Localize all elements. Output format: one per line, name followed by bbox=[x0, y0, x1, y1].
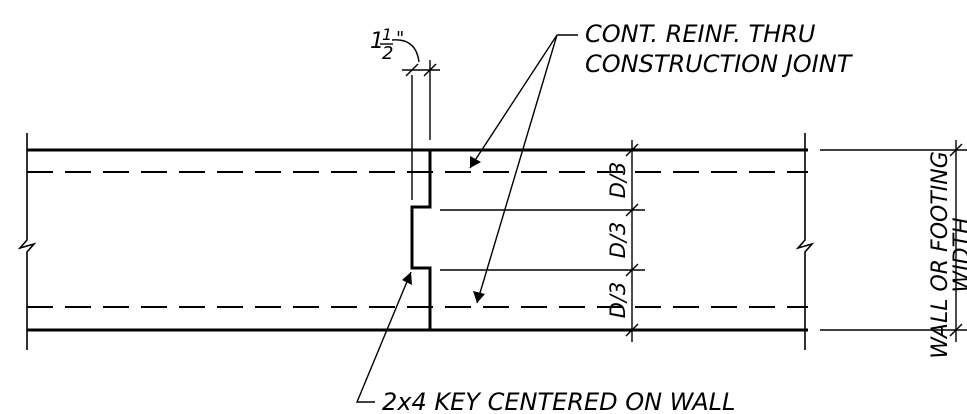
thirds-tick-top bbox=[625, 143, 639, 157]
construction-joint bbox=[410, 150, 432, 330]
depth-thirds-dimension: D/3 D/3 D/3 bbox=[440, 140, 645, 342]
key-arrowhead bbox=[402, 272, 412, 285]
reinforcement-leader-bottom bbox=[476, 34, 558, 304]
third-top-label: D/3 bbox=[606, 162, 630, 199]
reinforcement-note-line2: CONSTRUCTION JOINT bbox=[585, 50, 854, 78]
third-middle-label: D/3 bbox=[606, 222, 630, 259]
key-offset-dimension: 1 1 2 " bbox=[370, 25, 440, 200]
key-leader bbox=[355, 271, 412, 403]
key-note: 2x4 KEY CENTERED ON WALL bbox=[355, 271, 735, 414]
reinforcement-arrowhead-bottom bbox=[473, 291, 485, 303]
reinforcement-note-line1: CONT. REINF. THRU bbox=[585, 20, 816, 48]
offset-tick-left bbox=[405, 63, 419, 77]
reinforcement-arrowhead-top bbox=[470, 156, 481, 168]
offset-unit: " bbox=[396, 28, 404, 49]
left-break-line bbox=[17, 133, 37, 350]
third-bottom-label: D/3 bbox=[606, 282, 630, 319]
reinforcement-bars bbox=[27, 171, 808, 308]
offset-numerator: 1 bbox=[382, 25, 392, 44]
wall-width-dimension: WALL OR FOOTING WIDTH bbox=[820, 140, 967, 359]
thirds-tick-lower bbox=[625, 263, 639, 277]
key-note-text: 2x4 KEY CENTERED ON WALL bbox=[382, 388, 735, 414]
wall-outline bbox=[17, 133, 815, 350]
offset-whole: 1 bbox=[370, 29, 384, 54]
right-break-line bbox=[795, 133, 815, 350]
width-tick-top bbox=[949, 143, 963, 157]
offset-tick-right bbox=[423, 63, 437, 77]
offset-leader bbox=[391, 39, 420, 63]
reinforcement-note: CONT. REINF. THRU CONSTRUCTION JOINT bbox=[469, 20, 854, 304]
thirds-tick-bottom bbox=[625, 323, 639, 337]
offset-denominator: 2 bbox=[382, 43, 393, 64]
width-label-line1: WALL OR FOOTING bbox=[928, 151, 953, 359]
reinforcement-leader-top bbox=[469, 34, 558, 169]
thirds-tick-upper bbox=[625, 203, 639, 217]
width-label-line2: WIDTH bbox=[950, 217, 967, 292]
width-tick-bottom bbox=[949, 323, 963, 337]
